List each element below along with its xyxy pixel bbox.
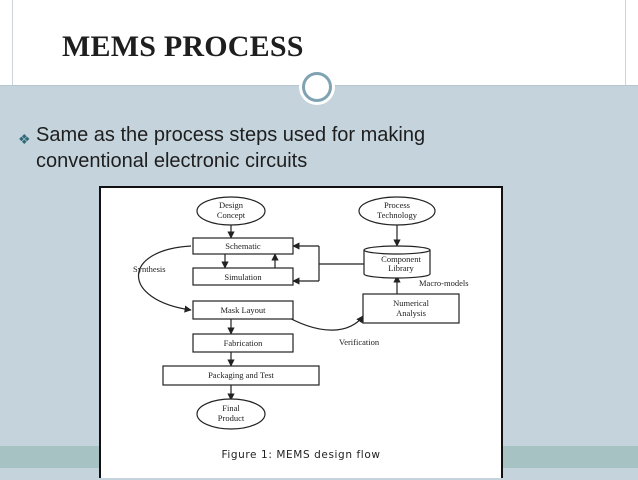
figure-frame: Design Concept Schematic Simulation Mask… (99, 186, 503, 478)
title-rule-left (12, 0, 13, 85)
label-design-concept-2: Concept (217, 210, 246, 220)
title-band: MEMS PROCESS (0, 0, 638, 86)
bullet-text: Same as the process steps used for makin… (36, 124, 426, 172)
label-process-technology-1: Process (384, 200, 410, 210)
ring-ornament (302, 72, 332, 102)
label-synthesis: Synthesis (133, 264, 166, 274)
label-final-product-2: Product (218, 413, 245, 423)
title-rule-right (625, 0, 626, 85)
label-numerical-analysis-1: Numerical (393, 298, 430, 308)
node-fabrication (192, 333, 294, 353)
label-process-technology-2: Technology (377, 210, 418, 220)
node-design-concept (196, 196, 266, 226)
label-packaging-test: Packaging and Test (208, 370, 274, 380)
label-numerical-analysis-2: Analysis (396, 308, 426, 318)
node-final-product (196, 398, 266, 430)
node-numerical-analysis (362, 293, 460, 324)
node-packaging-test (162, 365, 320, 386)
design-flow-diagram: Design Concept Schematic Simulation Mask… (133, 196, 469, 461)
bullet-point: ❖ Same as the process steps used for mak… (18, 122, 518, 174)
diamond-bullet-icon: ❖ (18, 131, 31, 147)
slide-title: MEMS PROCESS (62, 30, 304, 63)
node-component-library (363, 250, 431, 279)
label-fabrication: Fabrication (224, 338, 263, 348)
node-simulation (192, 267, 294, 286)
label-final-product-1: Final (222, 403, 240, 413)
label-design-concept-1: Design (219, 200, 244, 210)
label-macro-models: Macro-models (419, 278, 469, 288)
figure-caption: Figure 1: MEMS design flow (221, 449, 380, 461)
node-component-library-top (363, 245, 431, 255)
label-mask-layout: Mask Layout (220, 305, 266, 315)
label-schematic: Schematic (225, 241, 261, 251)
label-component-library-1: Component (381, 254, 421, 264)
label-verification: Verification (339, 337, 380, 347)
label-component-library-2: Library (388, 263, 414, 273)
node-schematic (192, 237, 294, 255)
label-simulation: Simulation (224, 272, 262, 282)
edge-synthesis (137, 245, 192, 313)
node-process-technology (358, 196, 436, 226)
node-mask-layout (192, 300, 294, 320)
